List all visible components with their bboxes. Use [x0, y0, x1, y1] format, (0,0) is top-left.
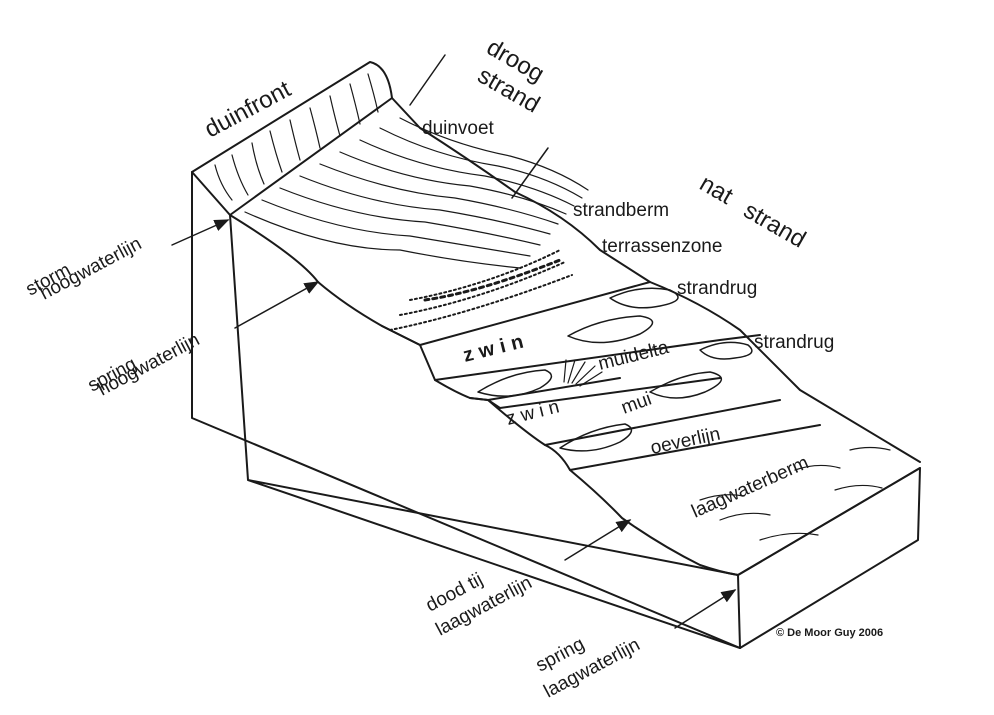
guide-dashes: [409, 54, 549, 199]
zwin-channel-lines: [381, 281, 821, 471]
surface-back-edge: [391, 97, 921, 463]
labels: duinfront droog strand duinvoet nat stra…: [22, 34, 883, 703]
arrow-spring-hoogwaterlijn: [234, 281, 320, 329]
arrow-spring-laagwaterlijn: [674, 589, 737, 629]
label-nat-strand-2: strand: [739, 197, 810, 254]
label-laagwaterberm: laagwaterberm: [688, 452, 811, 522]
sandbars: [477, 287, 753, 452]
arrow-storm-hoogwaterlijn: [171, 219, 230, 246]
muidelta-rays: [563, 359, 603, 387]
dry-beach-lines: [244, 117, 589, 269]
label-oeverlijn: oeverlijn: [649, 424, 723, 459]
label-zwin-upper: zwin: [461, 329, 532, 367]
block-outline: [191, 61, 921, 649]
label-mui: mui: [619, 388, 655, 418]
laagwaterberm-arcs: [699, 446, 891, 541]
block-left-face: [191, 171, 741, 649]
label-copyright: © De Moor Guy 2006: [776, 627, 883, 639]
terrassenzone-bands: [389, 249, 573, 331]
arrow-dood-tij-laagwaterlijn: [564, 519, 632, 561]
label-arrows: [171, 219, 737, 629]
dune-hatching: [214, 73, 379, 201]
label-nat-strand-1: nat: [695, 170, 738, 210]
laagwaterberm-front-edge: [737, 467, 921, 576]
label-zwin-lower: z w i n: [504, 396, 561, 429]
label-duinvoet: duinvoet: [422, 118, 495, 139]
label-strandrug-upper: strandrug: [677, 278, 757, 299]
surface-front-edge: [229, 214, 739, 576]
label-strandrug-lower: strandrug: [754, 332, 834, 353]
label-strandberm: strandberm: [573, 200, 669, 221]
label-terrassenzone: terrassenzone: [602, 236, 722, 257]
block-left-edge: [191, 171, 741, 649]
